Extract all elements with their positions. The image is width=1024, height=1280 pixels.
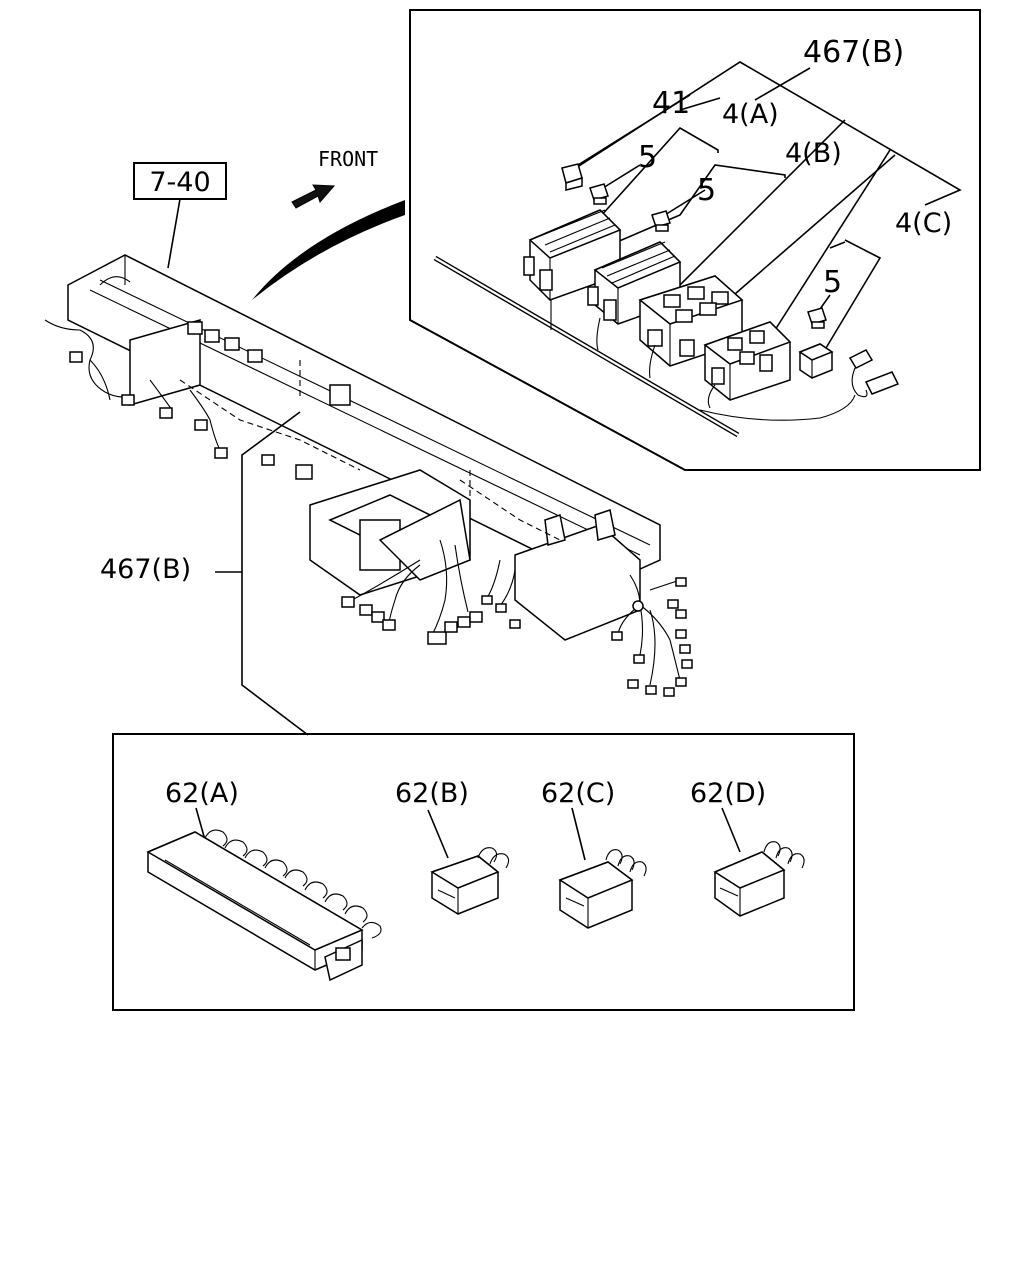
front-label: FRONT bbox=[318, 147, 378, 171]
callout-harness-main: 467(B) bbox=[100, 554, 191, 585]
reference-leader bbox=[167, 198, 181, 269]
callout-fuse-a: 5 bbox=[638, 140, 657, 175]
leader-4c-to-box bbox=[704, 154, 896, 321]
cover-part bbox=[561, 163, 583, 191]
cube-relay bbox=[798, 343, 834, 379]
callout-relay-box-a: 4(A) bbox=[722, 99, 779, 130]
leader-bracket-main bbox=[564, 61, 962, 206]
callout-relay-62b: 62(B) bbox=[395, 778, 469, 809]
callout-relay-62c: 62(C) bbox=[541, 778, 615, 809]
reference-label-group: 7-40 bbox=[133, 162, 227, 269]
dashboard-harness-assembly bbox=[44, 254, 693, 697]
harness-callout: 467(B) bbox=[100, 411, 309, 736]
leader-4c-bracket bbox=[825, 239, 882, 349]
detail-pointer-swoosh bbox=[252, 200, 405, 300]
front-indicator: FRONT bbox=[291, 147, 378, 209]
fuse-part-b bbox=[651, 210, 671, 232]
detail-labels: 467(B) 41 4(A) 5 4(B) 5 4(C) 5 bbox=[638, 35, 952, 300]
relay-62c-part bbox=[558, 849, 647, 929]
callout-harness-detail: 467(B) bbox=[803, 35, 904, 70]
leader-62b bbox=[427, 809, 449, 859]
leader-41 bbox=[577, 94, 691, 166]
callout-relay-box-c: 4(C) bbox=[895, 208, 952, 239]
left-panel bbox=[129, 319, 201, 406]
callout-relay-62d: 62(D) bbox=[690, 778, 766, 809]
detail-box-relay-blocks bbox=[409, 9, 981, 471]
detail-box-frame-top bbox=[409, 9, 981, 471]
callout-cover: 41 bbox=[652, 86, 690, 121]
connector-right bbox=[699, 349, 900, 421]
relay-box-4c bbox=[703, 321, 792, 409]
leader-467b-detail bbox=[754, 67, 811, 101]
bracket-harness-main bbox=[241, 411, 309, 736]
callout-fuse-c: 5 bbox=[823, 265, 842, 300]
fuse-part-c bbox=[807, 307, 827, 329]
callout-relay-62a: 62(A) bbox=[165, 778, 239, 809]
detail-box-relays: 62(A) 62(B) 62(C) 62(D) bbox=[112, 733, 855, 1011]
front-arrow-icon bbox=[291, 184, 336, 209]
harness-rod-inner bbox=[434, 257, 739, 436]
fuse-part-a bbox=[589, 183, 609, 205]
callout-fuse-b: 5 bbox=[697, 173, 716, 208]
leader-62a bbox=[195, 807, 206, 841]
leader-62d bbox=[721, 807, 741, 853]
leader-5a bbox=[602, 164, 641, 189]
leader-4c-box bbox=[774, 149, 891, 331]
relay-62b-part bbox=[430, 847, 510, 915]
leader-62c bbox=[571, 807, 586, 861]
callout-relay-box-b: 4(B) bbox=[785, 138, 842, 169]
leader-4a-bracket bbox=[599, 126, 719, 218]
relay-62a-part bbox=[146, 829, 382, 982]
relay-62d-part bbox=[713, 841, 805, 917]
leader-4c-bracket2 bbox=[829, 241, 846, 249]
leader-4a bbox=[679, 97, 721, 111]
leader-4b bbox=[664, 119, 846, 301]
detail-box-frame-bottom bbox=[112, 733, 855, 1011]
reference-label: 7-40 bbox=[149, 167, 210, 198]
